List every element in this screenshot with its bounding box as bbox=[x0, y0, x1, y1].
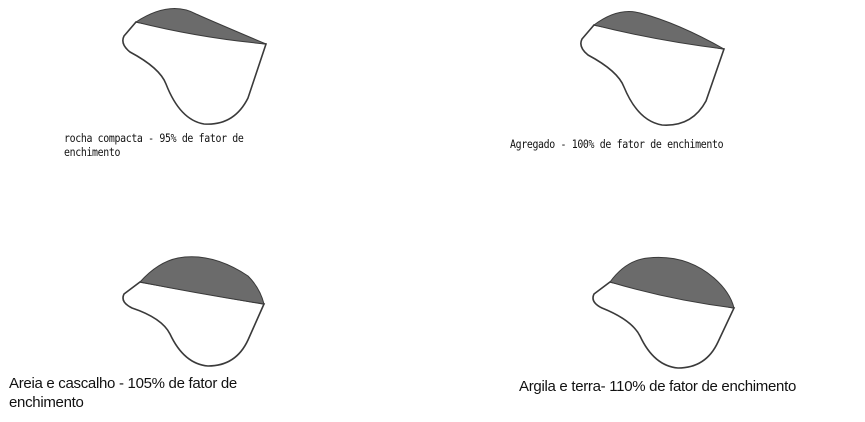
bucket-rocha-compacta-drawing bbox=[122, 8, 268, 125]
caption-areia-cascalho: Areia e cascalho - 105% de fator de ench… bbox=[9, 375, 237, 413]
bucket-outline bbox=[592, 281, 736, 369]
caption-rocha-compacta-line1: rocha compacta - 95% de fator de bbox=[64, 131, 244, 145]
bucket-rocha-compacta bbox=[120, 8, 280, 126]
bucket-outline bbox=[122, 281, 266, 367]
caption-argila-terra: Argila e terra- 110% de fator de enchime… bbox=[519, 378, 796, 397]
bucket-argila-terra bbox=[590, 256, 742, 372]
material-load bbox=[139, 256, 265, 305]
caption-rocha-compacta-line2: enchimento bbox=[64, 145, 121, 160]
bucket-argila-terra-drawing bbox=[592, 256, 736, 369]
bucket-outline bbox=[580, 24, 726, 126]
bucket-outline bbox=[122, 21, 268, 125]
caption-agregado: Agregado - 100% de fator de enchimento bbox=[510, 137, 724, 151]
bucket-agregado bbox=[578, 11, 738, 127]
bucket-areia-cascalho-drawing bbox=[122, 256, 266, 367]
material-load bbox=[592, 11, 725, 50]
caption-rocha-compacta: rocha compacta - 95% de fator de enchime… bbox=[64, 131, 244, 160]
caption-areia-cascalho-line2: enchimento bbox=[9, 393, 84, 411]
bucket-agregado-drawing bbox=[580, 11, 726, 126]
bucket-areia-cascalho bbox=[120, 254, 272, 370]
caption-agregado-line1: Agregado - 100% de fator de enchimento bbox=[510, 137, 724, 151]
caption-argila-terra-line1: Argila e terra- 110% de fator de enchime… bbox=[519, 378, 796, 395]
material-load bbox=[134, 8, 267, 45]
material-load bbox=[609, 256, 735, 309]
caption-areia-cascalho-line1: Areia e cascalho - 105% de fator de bbox=[9, 375, 237, 392]
